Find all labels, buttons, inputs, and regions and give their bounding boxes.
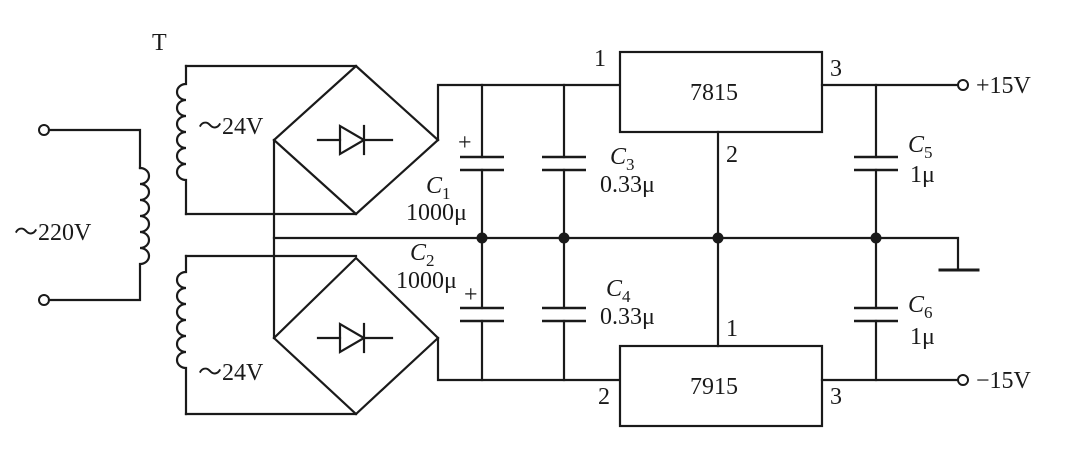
capacitor-c1 xyxy=(460,83,504,240)
regulator-7915 xyxy=(618,344,824,428)
regulator-7815-label: 7815 xyxy=(690,80,738,106)
negative-rail xyxy=(436,336,622,382)
secondary-coil-top xyxy=(175,64,188,216)
secondary-coil-bottom xyxy=(175,254,188,416)
transformer-label: T xyxy=(152,30,167,56)
pin-7915-out: 3 xyxy=(830,384,842,410)
capacitor-c2 xyxy=(460,236,504,382)
c5-name: C5 xyxy=(908,132,933,162)
output-positive-label: +15V xyxy=(976,73,1032,99)
regulator-7915-label: 7915 xyxy=(690,374,738,400)
c4-value: 0.33μ xyxy=(600,304,655,330)
positive-rail xyxy=(436,83,622,142)
pin-7815-out: 3 xyxy=(830,56,842,82)
capacitor-c3 xyxy=(542,83,586,240)
pin-7915-in: 2 xyxy=(598,384,610,410)
primary-coil xyxy=(138,166,151,266)
c2-value: 1000μ xyxy=(396,268,457,294)
c4-name: C4 xyxy=(606,276,631,306)
c6-name: C6 xyxy=(908,292,933,322)
output-negative-terminal xyxy=(957,374,969,386)
input-terminals xyxy=(38,124,142,306)
secondary-top-label: ～24V xyxy=(198,114,264,140)
pin-7815-in: 1 xyxy=(594,46,606,72)
c2-polarity: + xyxy=(464,282,478,308)
junction-dots xyxy=(476,232,882,244)
regulator-7815 xyxy=(618,50,824,134)
bridge-rectifier-bottom xyxy=(184,254,440,416)
secondary-bottom-label: ～24V xyxy=(198,360,264,386)
capacitor-c6 xyxy=(854,236,898,382)
capacitor-c5 xyxy=(854,83,898,240)
pin-7915-gnd: 1 xyxy=(726,316,738,342)
c2-name: C2 xyxy=(410,240,435,270)
c3-value: 0.33μ xyxy=(600,172,655,198)
c1-name: C1 xyxy=(426,173,451,203)
bridge-rectifier-top xyxy=(184,64,440,216)
output-negative-label: −15V xyxy=(976,368,1032,394)
output-positive-terminal xyxy=(957,79,969,91)
pin-7815-gnd: 2 xyxy=(726,142,738,168)
c3-name: C3 xyxy=(610,144,635,174)
c1-value: 1000μ xyxy=(406,200,467,226)
c6-value: 1μ xyxy=(910,324,935,350)
c5-value: 1μ xyxy=(910,162,935,188)
capacitor-c4 xyxy=(542,236,586,382)
c1-polarity: + xyxy=(458,130,472,156)
input-voltage-label: ～220V xyxy=(14,220,92,246)
